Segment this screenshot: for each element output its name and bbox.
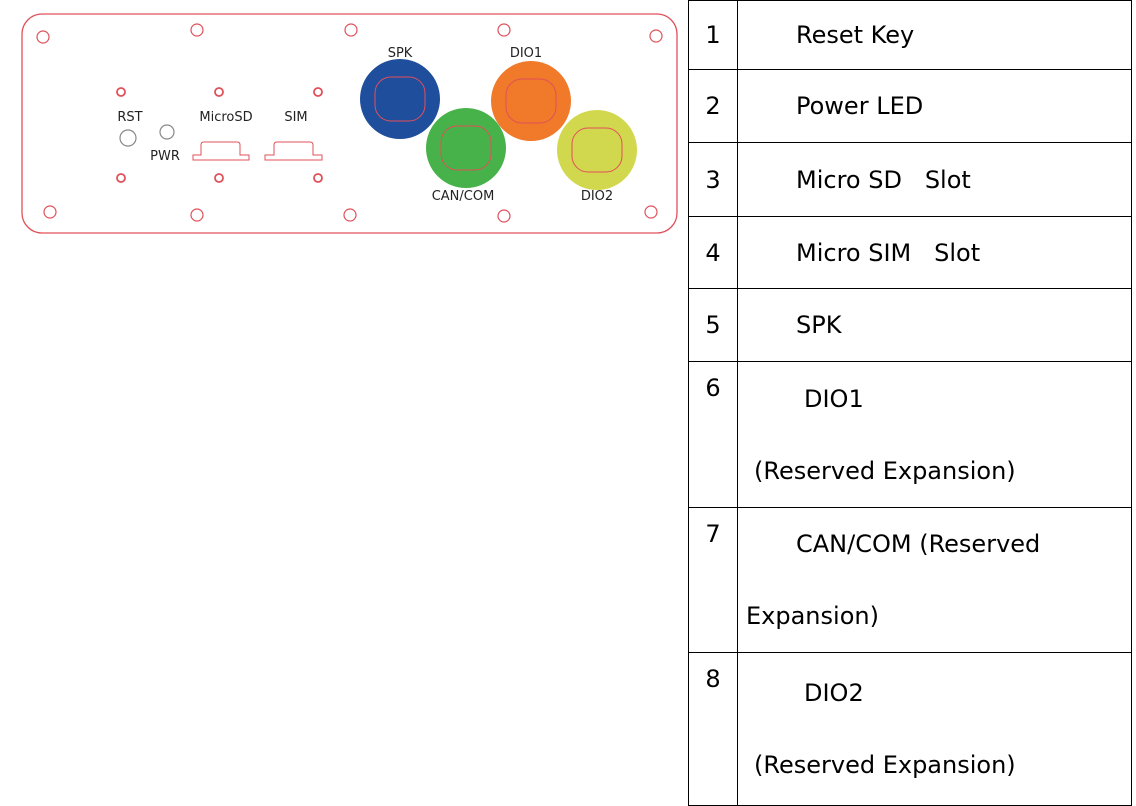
legend-number: 4 [688,216,738,289]
legend-description: SPK [737,288,1132,362]
legend-number: 6 [688,361,738,508]
legend-description: DIO1 (Reserved Expansion) [737,361,1132,508]
mounting-hole [36,30,50,44]
legend-text: Micro SIM Slot [796,238,981,267]
legend-text: CAN/COM (Reserved [796,530,1041,558]
legend-table: 1 Reset Key 2 Power LED 3 Micro SD Slot … [688,0,1132,806]
legend-text: (Reserved Expansion) [754,456,1016,485]
label-can-com: CAN/COM [432,189,495,204]
legend-text: Expansion) [746,602,879,630]
screw-hole [116,173,126,183]
panel-outline [21,13,678,234]
label-dio2: DIO2 [581,189,613,204]
screw-hole [214,87,224,97]
dio2-connector [557,110,637,190]
legend-row: 1 Reset Key [688,0,1132,70]
legend-number: 8 [688,652,738,806]
label-pwr: PWR [150,149,180,164]
can-com-connector [426,108,506,188]
legend-row: 3 Micro SD Slot [688,142,1132,217]
legend-text: Reset Key [796,21,915,49]
legend-number: 2 [688,69,738,143]
can-com-connector-key [440,125,492,171]
legend-number: 1 [688,0,738,70]
panel-diagram: RST PWR MicroSD SIM SPK DIO1 CAN/COM DIO… [21,13,678,234]
label-dio1: DIO1 [510,46,542,61]
screw-hole [214,173,224,183]
screw-hole [313,173,323,183]
microsd-slot [192,141,250,161]
mounting-hole [497,209,511,223]
reset-key [119,129,137,147]
label-microsd: MicroSD [199,110,252,125]
label-sim: SIM [284,110,307,125]
mounting-holes [36,23,663,223]
legend-description: Micro SIM Slot [737,216,1132,289]
dio1-connector-key [505,78,557,124]
spk-connector [360,59,440,139]
legend-number: 3 [688,142,738,217]
legend-text: DIO2 [804,679,864,707]
legend-text: (Reserved Expansion) [754,751,1016,779]
legend-text: Power LED [796,92,924,120]
mounting-hole [497,23,511,37]
legend-description: Micro SD Slot [737,142,1132,217]
legend-text: SPK [796,311,842,339]
label-rst: RST [117,110,142,125]
mounting-hole [343,208,357,222]
power-led [159,124,175,140]
screw-hole [116,87,126,97]
legend-description: Reset Key [737,0,1132,70]
sim-slot [264,141,323,161]
legend-row: 4 Micro SIM Slot [688,216,1132,289]
mounting-hole [190,208,204,222]
legend-number: 5 [688,288,738,362]
legend-row: 5 SPK [688,288,1132,362]
legend-text: DIO1 [804,384,864,413]
spk-connector-key [374,76,426,122]
mounting-hole [649,29,663,43]
legend-text: Micro SD Slot [796,165,971,194]
screw-holes [116,87,323,183]
legend-row: 8 DIO2 (Reserved Expansion) [688,652,1132,806]
mounting-hole [344,23,358,37]
screw-hole [313,87,323,97]
dio2-connector-key [571,127,623,173]
mounting-hole [190,23,204,37]
label-spk: SPK [388,46,413,61]
legend-description: Power LED [737,69,1132,143]
legend-description: DIO2 (Reserved Expansion) [737,652,1132,806]
legend-number: 7 [688,507,738,653]
mounting-hole [43,205,57,219]
legend-row: 6 DIO1 (Reserved Expansion) [688,361,1132,508]
legend-row: 2 Power LED [688,69,1132,143]
dio1-connector [491,61,571,141]
mounting-hole [644,205,658,219]
